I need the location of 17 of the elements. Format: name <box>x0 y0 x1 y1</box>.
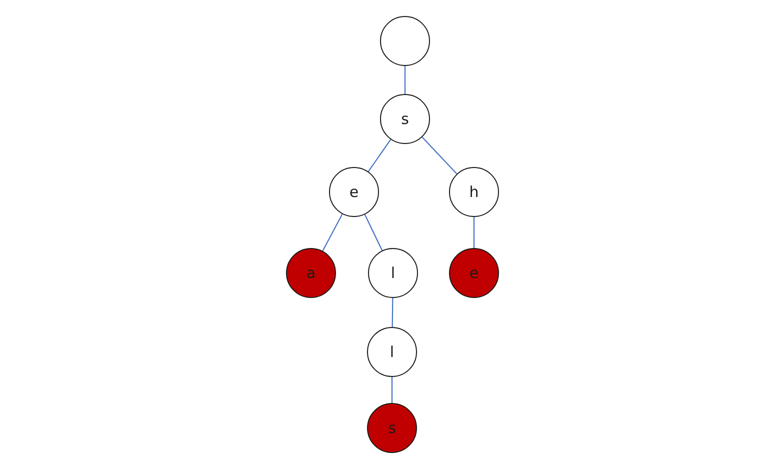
letter-node: s <box>380 94 430 144</box>
connector-line <box>404 66 406 94</box>
connector-line <box>422 136 458 174</box>
word-end-node: s <box>367 403 417 453</box>
letter-node: l <box>368 248 418 298</box>
letter-node: l <box>367 327 417 377</box>
letter-node: e <box>329 167 379 217</box>
empty-circle-node <box>380 16 430 66</box>
word-end-node: e <box>449 248 499 298</box>
connector-line <box>368 139 392 172</box>
connector-line <box>392 298 394 327</box>
connector-line <box>364 214 383 251</box>
connector-line <box>391 377 393 403</box>
letter-node: h <box>449 167 499 217</box>
connector-line <box>322 214 343 252</box>
connector-line <box>473 217 475 248</box>
word-end-node: a <box>286 248 336 298</box>
